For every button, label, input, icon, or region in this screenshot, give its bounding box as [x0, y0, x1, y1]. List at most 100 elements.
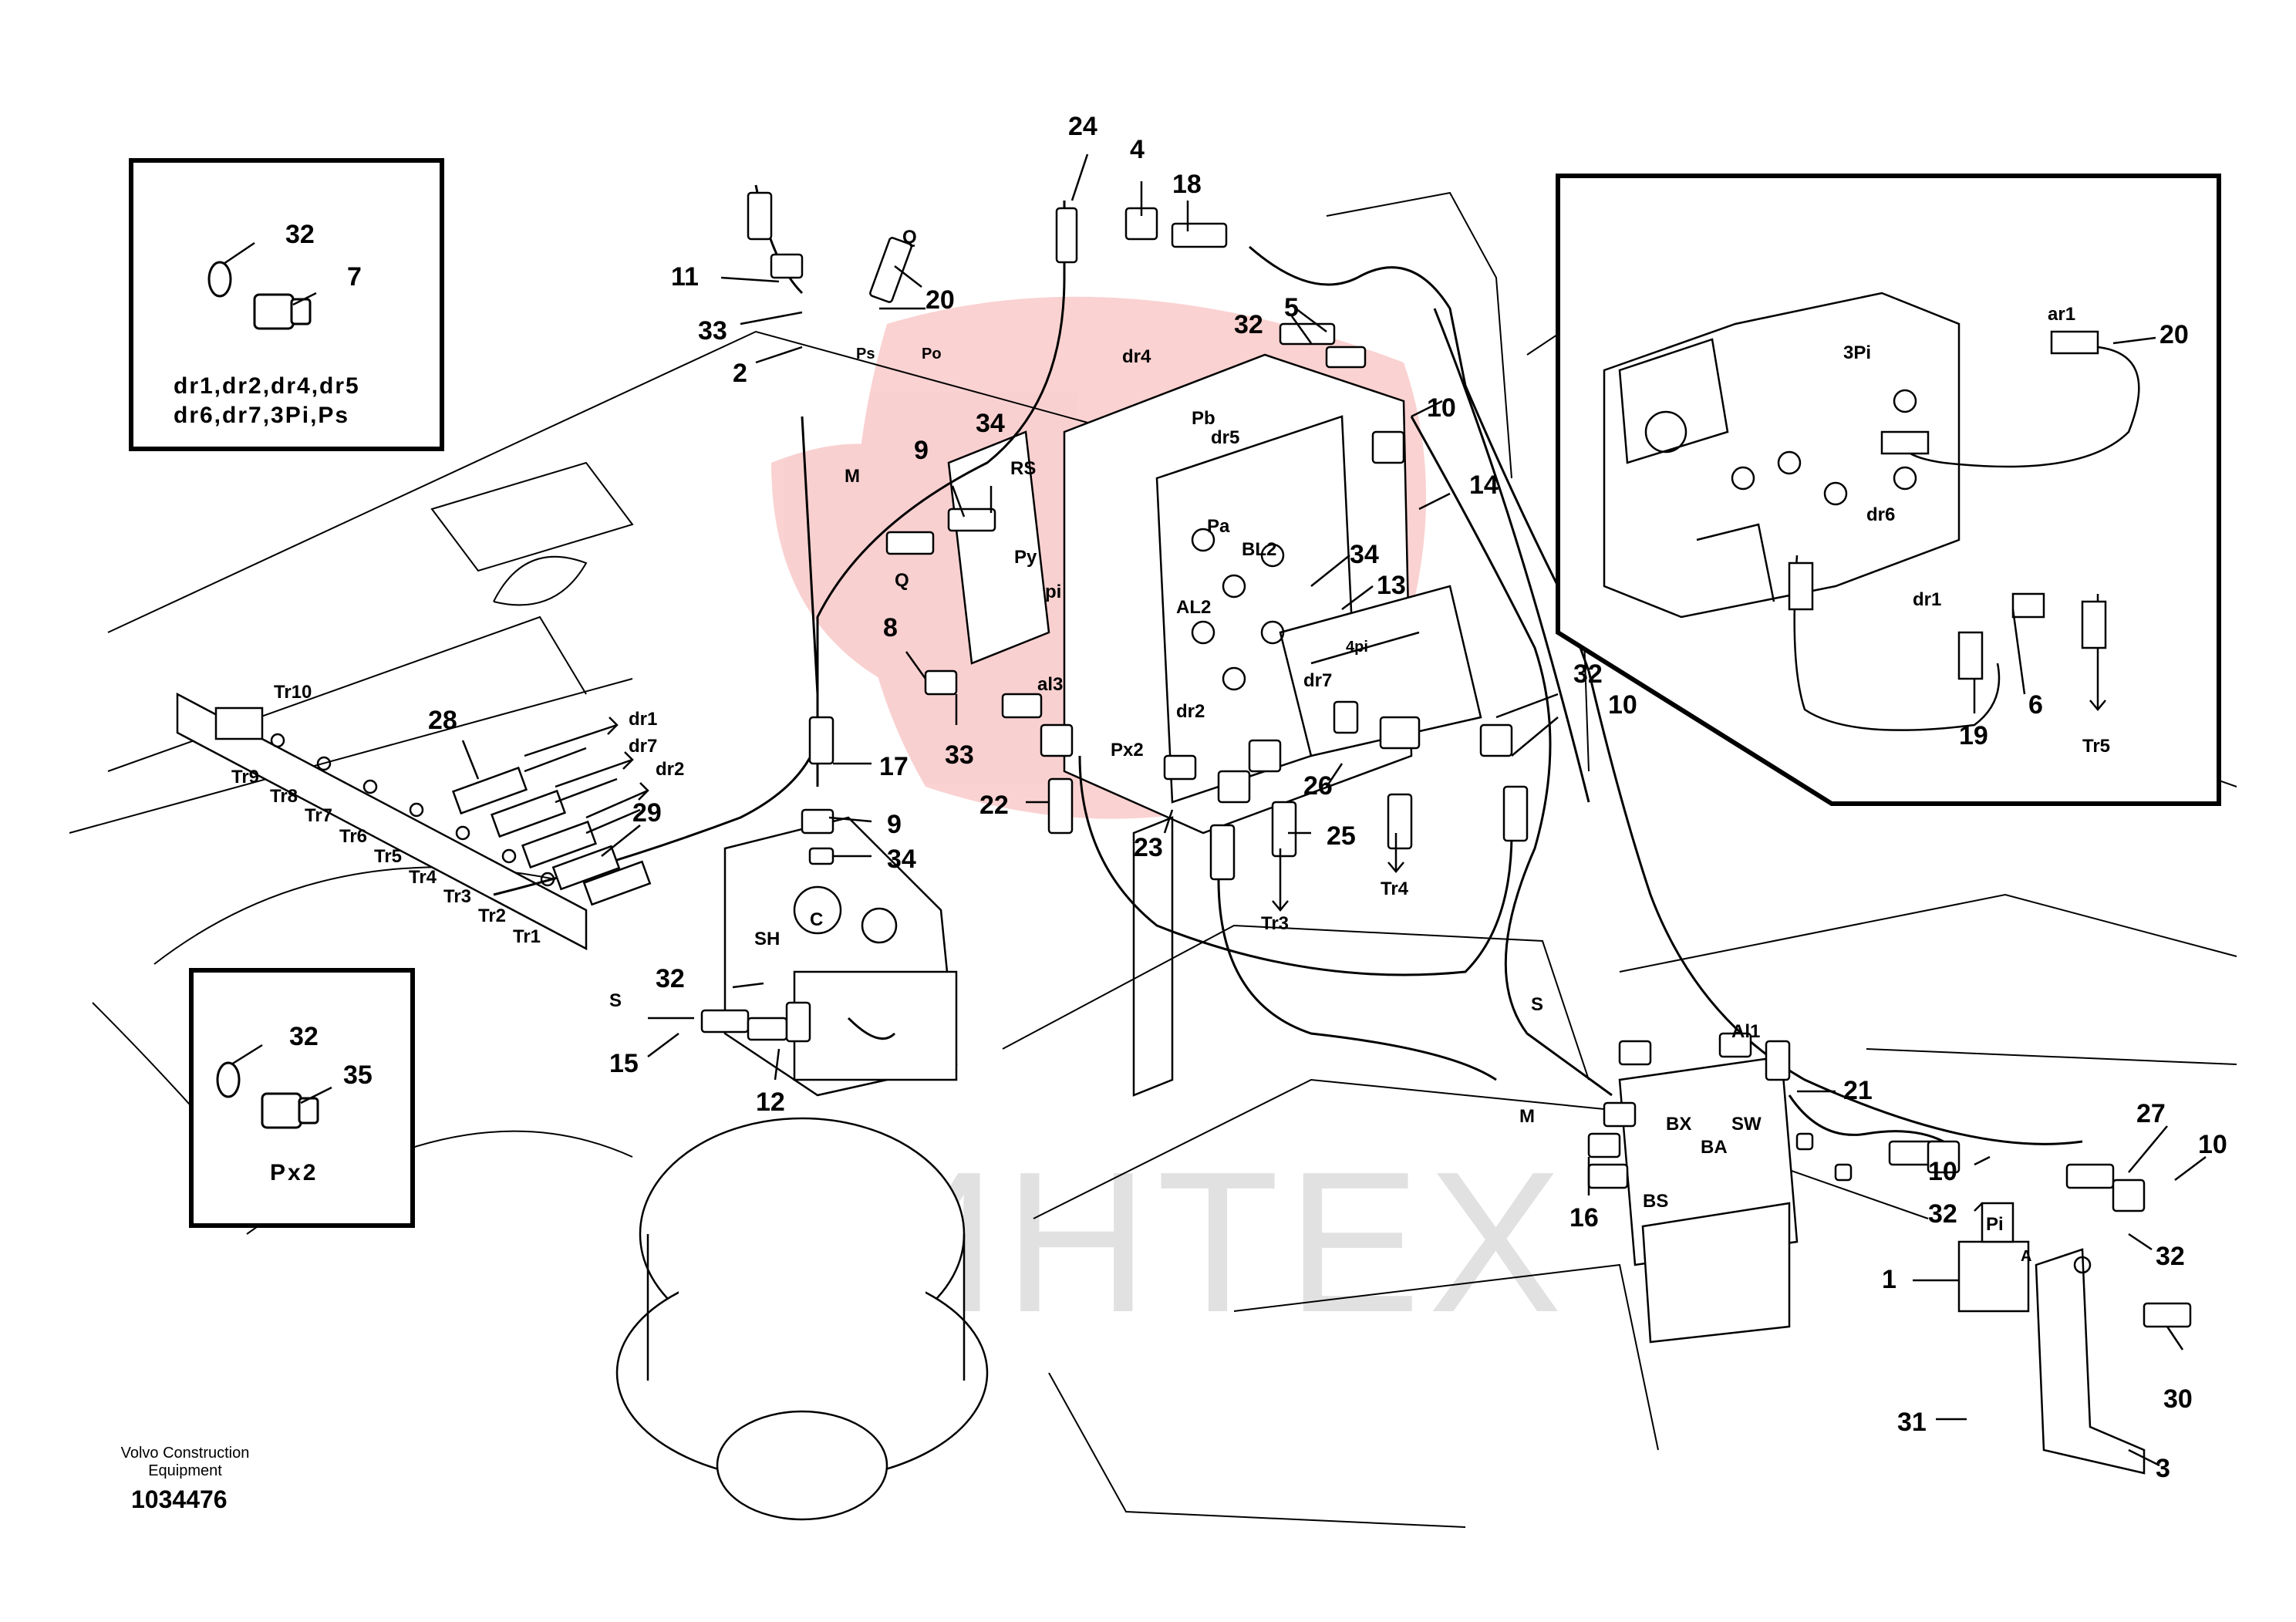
- port-pi: pi: [1045, 582, 1061, 602]
- port-dr4: dr4: [1122, 346, 1151, 367]
- callout-9-lower: 9: [887, 810, 902, 839]
- callout-33-top: 33: [698, 316, 727, 346]
- inset-port-dr1: dr1: [1913, 589, 1941, 610]
- port-Po: Po: [922, 346, 942, 363]
- callout-box-texts: dr1,dr2,dr4,dr5 dr6,dr7,3Pi,Ps Px2: [174, 373, 359, 1185]
- callout-26: 26: [1303, 771, 1333, 801]
- drawing-number: 1034476: [131, 1485, 228, 1513]
- port-SH: SH: [754, 929, 780, 949]
- callout-10-right: 10: [1608, 690, 1637, 720]
- hose-ends-tr-bar: [451, 747, 652, 906]
- inset-callout-20: 20: [2159, 320, 2189, 349]
- leader-lines: [461, 153, 2207, 1467]
- callout-24: 24: [1068, 112, 1097, 141]
- callout-4: 4: [1130, 135, 1145, 164]
- port-dr5: dr5: [1211, 427, 1239, 448]
- box1-line2: dr6,dr7,3Pi,Ps: [174, 403, 349, 428]
- port-BS: BS: [1643, 1191, 1668, 1212]
- callout-33-mid: 33: [945, 740, 974, 770]
- port-Px2: Px2: [1111, 740, 1144, 760]
- box2-callout-35: 35: [343, 1061, 373, 1090]
- callout-32-upper: 32: [1234, 310, 1263, 339]
- callout-32-right: 32: [1573, 659, 1603, 689]
- port-C: C: [810, 909, 823, 930]
- callout-13: 13: [1377, 571, 1406, 600]
- callout-9-upper: 9: [914, 436, 929, 465]
- callout-32-valve: 32: [1928, 1199, 1957, 1229]
- distribution-bar: [176, 692, 588, 951]
- detail-inset-box: [1556, 174, 2221, 806]
- port-dr2-arrow: dr2: [656, 759, 684, 780]
- port-Tr1: Tr1: [513, 926, 541, 947]
- callout-5: 5: [1284, 293, 1299, 322]
- port-RS: RS: [1010, 458, 1036, 479]
- drawing-footer: Volvo Construction Equipment 1034476: [121, 1445, 250, 1513]
- port-Tr5: Tr5: [374, 846, 402, 867]
- swing-motor: [615, 816, 989, 1521]
- port-dr2-block: dr2: [1176, 701, 1205, 722]
- callout-14: 14: [1469, 470, 1499, 500]
- inset-port-Tr5: Tr5: [2082, 736, 2110, 757]
- callout-16: 16: [1569, 1203, 1599, 1233]
- port-Tr7: Tr7: [305, 805, 332, 826]
- callout-25: 25: [1327, 821, 1356, 851]
- port-Q-top: Q: [902, 227, 917, 248]
- callout-8: 8: [883, 613, 898, 642]
- port-Al1: Al1: [1731, 1021, 1760, 1042]
- port-Tr10: Tr10: [274, 682, 312, 703]
- port-labels: Q M Ps Po dr4 Pb dr5 RS Pa Q Py pi BL2 A…: [231, 227, 2110, 1265]
- valve-assembly: [1957, 1202, 2146, 1475]
- port-Tr2: Tr2: [478, 905, 506, 926]
- callout-21: 21: [1843, 1076, 1873, 1105]
- inset-port-dr6: dr6: [1866, 504, 1895, 525]
- port-BL2: BL2: [1242, 539, 1276, 560]
- callout-29: 29: [632, 798, 662, 828]
- hose-lines: [493, 184, 2083, 1145]
- callout-23: 23: [1134, 833, 1163, 862]
- callout-10-valve: 10: [1928, 1157, 1957, 1186]
- callout-1: 1: [1882, 1265, 1896, 1294]
- callout-32-motor: 32: [656, 964, 685, 993]
- control-valve-block: [947, 353, 1482, 1097]
- inset-callout-19: 19: [1959, 721, 1988, 750]
- port-BA: BA: [1701, 1137, 1728, 1158]
- callout-18: 18: [1172, 170, 1202, 199]
- port-dr7-block: dr7: [1303, 670, 1332, 691]
- fittings: [700, 191, 2192, 1328]
- callout-34-mid: 34: [1350, 540, 1379, 569]
- inset-callout-6: 6: [2028, 690, 2043, 720]
- callout-box-plugs: [129, 158, 444, 451]
- callout-20: 20: [925, 285, 955, 315]
- port-Pb: Pb: [1192, 408, 1215, 429]
- watermark-text: ИНТЕХ: [852, 1131, 1569, 1354]
- port-S-left: S: [609, 990, 622, 1011]
- port-Pa: Pa: [1207, 516, 1230, 537]
- port-Tr4: Tr4: [1381, 878, 1409, 899]
- port-4pi: 4pi: [1346, 639, 1368, 656]
- port-Tr6: Tr6: [339, 826, 367, 847]
- port-Tr8: Tr8: [270, 786, 298, 807]
- callout-28: 28: [428, 706, 457, 735]
- callout-17: 17: [879, 752, 909, 781]
- callout-12: 12: [756, 1088, 785, 1117]
- port-al3: al3: [1037, 674, 1063, 695]
- port-M-right: M: [1519, 1106, 1535, 1127]
- port-BX: BX: [1666, 1114, 1691, 1135]
- callout-34-lower: 34: [887, 845, 916, 874]
- callout-34-upper: 34: [976, 409, 1005, 438]
- port-A: A: [2021, 1248, 2031, 1265]
- callout-11: 11: [671, 262, 699, 292]
- callout-32-far-right: 32: [2156, 1242, 2185, 1271]
- port-SW: SW: [1731, 1114, 1762, 1135]
- port-dr1-arrow: dr1: [629, 709, 657, 730]
- port-Py: Py: [1014, 547, 1037, 568]
- callout-27: 27: [2136, 1099, 2166, 1128]
- callout-15: 15: [609, 1049, 639, 1078]
- company-line2: Equipment: [148, 1462, 222, 1479]
- callout-10-far-right: 10: [2198, 1130, 2227, 1159]
- callout-3: 3: [2156, 1454, 2170, 1483]
- callout-31: 31: [1897, 1408, 1927, 1437]
- callout-30: 30: [2163, 1384, 2193, 1414]
- callout-numbers: 24 4 18 11 33 20 2 32 5 9 34 10 14 34 13…: [285, 112, 2227, 1483]
- inset-port-ar1: ar1: [2048, 304, 2075, 325]
